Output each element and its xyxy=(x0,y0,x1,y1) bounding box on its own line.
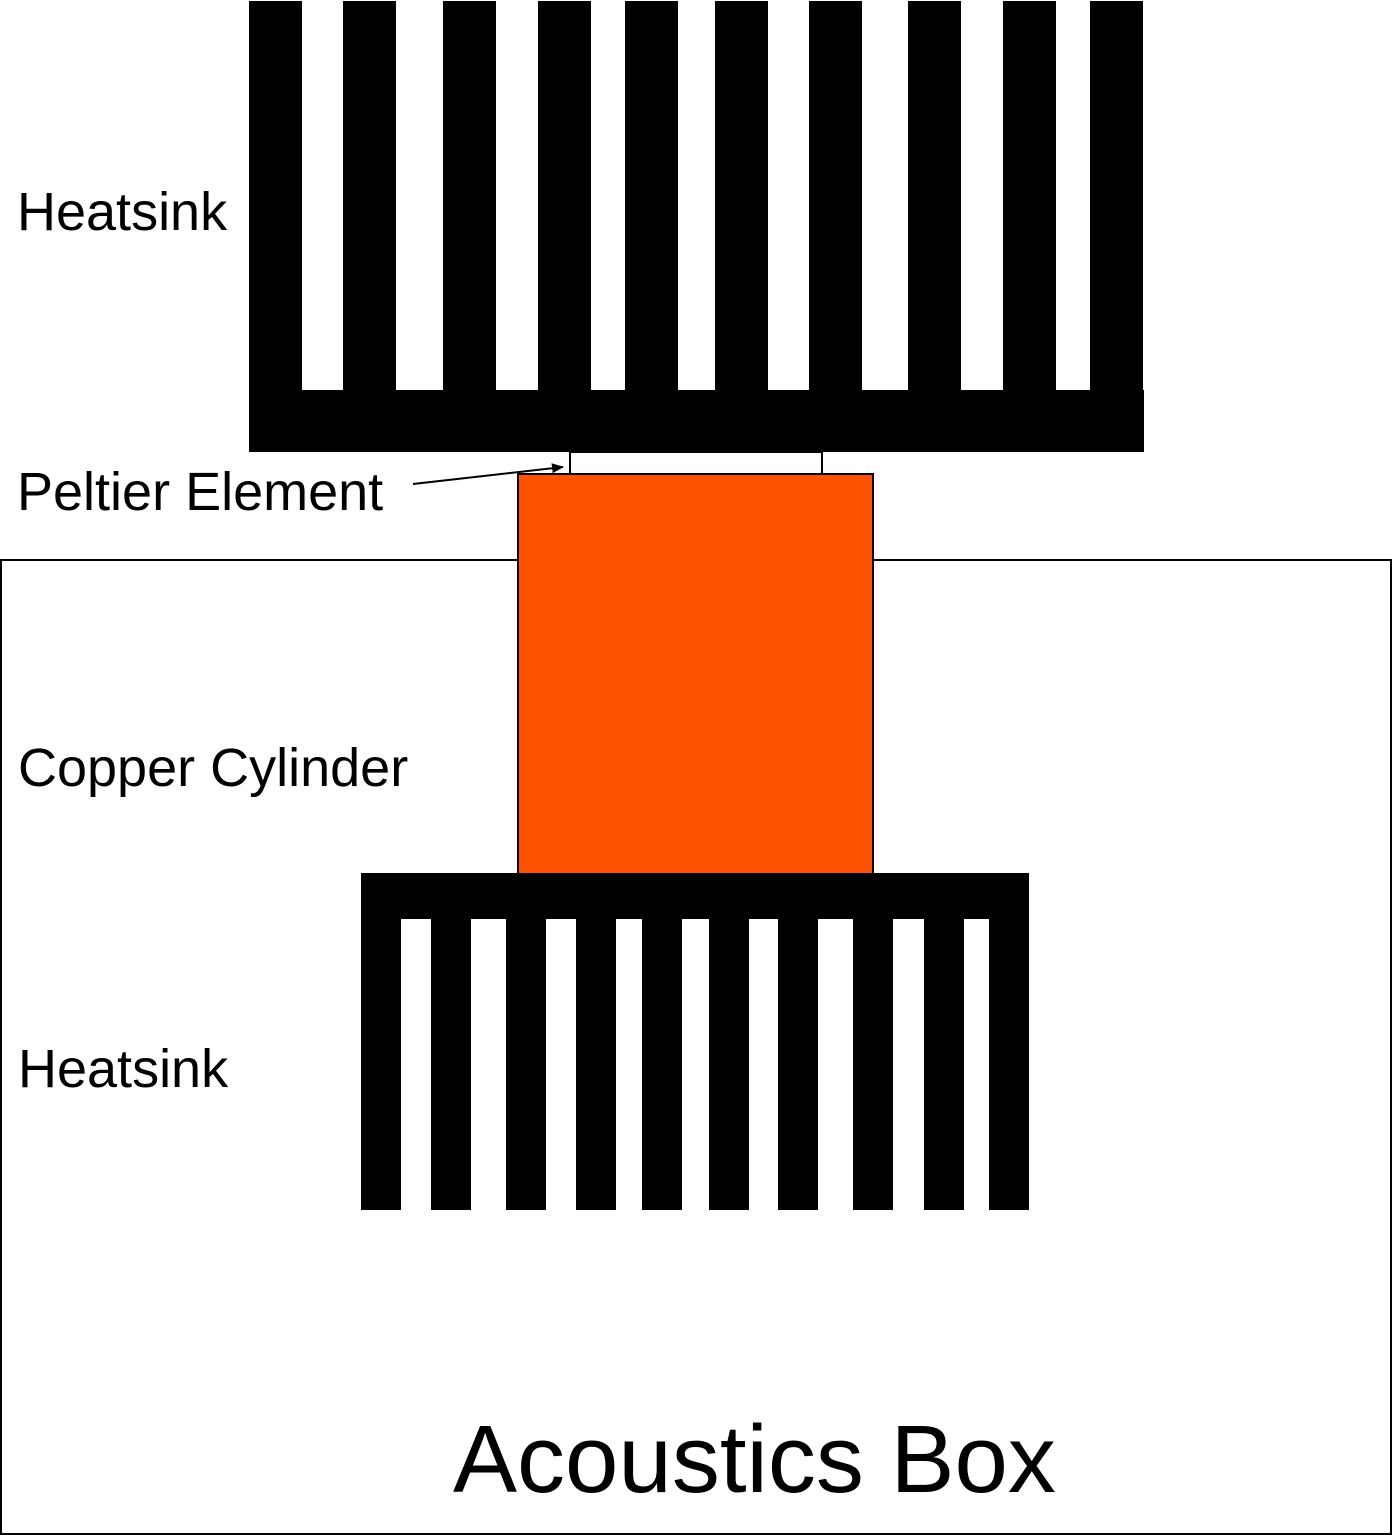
heatsink-top-label: Heatsink xyxy=(17,182,228,242)
heatsink-bottom xyxy=(361,873,1029,1210)
heatsink-bottom-fin xyxy=(989,918,1029,1210)
peltier-element xyxy=(569,451,823,475)
heatsink-top-fin xyxy=(908,1,961,391)
heatsink-top-base xyxy=(249,390,1144,452)
copper-label: Copper Cylinder xyxy=(18,738,408,798)
heatsink-bottom-fin xyxy=(361,918,401,1210)
heatsink-top-fin xyxy=(249,1,302,391)
heatsink-top-fin xyxy=(1090,1,1143,391)
heatsink-top-fin xyxy=(715,1,768,391)
heatsink-top-fin xyxy=(625,1,678,391)
heatsink-bottom-fin xyxy=(642,918,682,1210)
heatsink-bottom-fin xyxy=(924,918,964,1210)
heatsink-top-fin xyxy=(1003,1,1056,391)
heatsink-bottom-fin xyxy=(506,918,546,1210)
heatsink-bottom-label: Heatsink xyxy=(18,1039,229,1099)
heatsink-bottom-base xyxy=(361,873,1029,919)
heatsink-top-fin xyxy=(343,1,396,391)
heatsink-top xyxy=(249,1,1144,452)
heatsink-bottom-fin xyxy=(431,918,471,1210)
heatsink-top-fin xyxy=(443,1,496,391)
heatsink-bottom-fin xyxy=(709,918,749,1210)
heatsink-bottom-fin xyxy=(778,918,818,1210)
peltier-label: Peltier Element xyxy=(17,462,383,522)
heatsink-top-fin xyxy=(809,1,862,391)
heatsink-bottom-fin xyxy=(576,918,616,1210)
heatsink-bottom-fin xyxy=(853,918,893,1210)
heatsink-top-fin xyxy=(538,1,591,391)
acoustics-box-label: Acoustics Box xyxy=(453,1406,1056,1513)
copper-cylinder xyxy=(517,473,874,876)
peltier-pointer-arrow xyxy=(412,463,564,485)
